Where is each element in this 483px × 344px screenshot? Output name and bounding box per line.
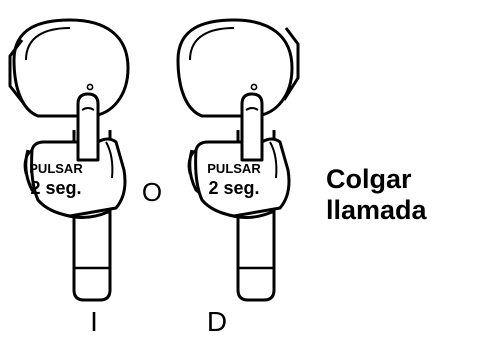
left-earbud: PULSAR 2 seg. [14,20,128,300]
left-press-label: PULSAR [29,161,83,176]
action-label-line2: llamada [326,195,476,226]
right-duration-label: 2 seg. [208,178,259,198]
action-label-line1: Colgar [326,164,476,195]
action-label: Colgar llamada [326,164,476,226]
right-side-label: D [207,306,227,337]
left-duration-label: 2 seg. [30,178,81,198]
right-earbud: PULSAR 2 seg. [178,20,292,300]
right-press-label: PULSAR [207,161,261,176]
left-earbud-hand-drawing [14,20,128,300]
left-side-label: I [90,306,98,337]
right-earbud-hand-drawing [178,20,292,300]
or-separator: O [142,177,162,207]
